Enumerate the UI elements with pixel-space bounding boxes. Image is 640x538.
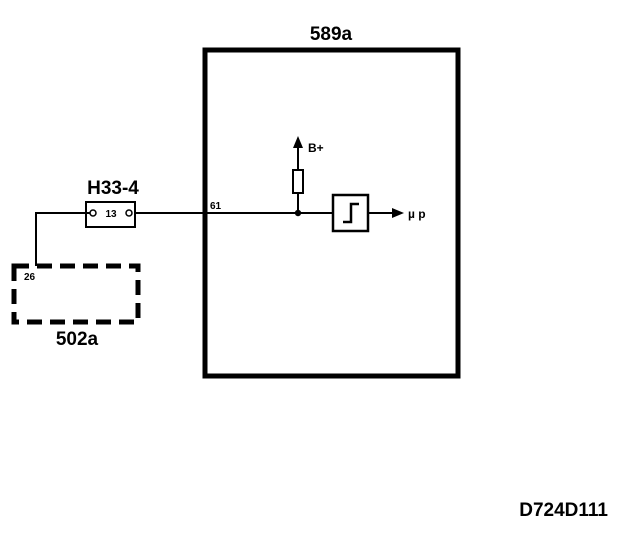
component-label: 502a xyxy=(56,329,99,350)
component-wire xyxy=(35,212,90,266)
output-label: µ p xyxy=(408,207,426,221)
supply-arrow-icon xyxy=(293,136,303,148)
drawing-code: D724D111 xyxy=(519,500,608,521)
connector-right-pin-icon xyxy=(125,209,133,217)
threshold-block xyxy=(331,193,370,233)
ecu-module-label: 589a xyxy=(310,24,353,45)
connector-pin-label: 13 xyxy=(105,209,117,220)
connector-label: H33-4 xyxy=(87,178,139,199)
ecu-pin-label: 61 xyxy=(210,201,222,212)
component-pin-label: 26 xyxy=(24,272,36,283)
step-symbol-icon xyxy=(343,202,359,224)
output-arrow-icon xyxy=(392,208,404,218)
connector-left-pin-icon xyxy=(89,209,97,217)
supply-label: B+ xyxy=(308,141,324,155)
component-box xyxy=(11,263,141,325)
pullup-resistor xyxy=(292,169,304,194)
